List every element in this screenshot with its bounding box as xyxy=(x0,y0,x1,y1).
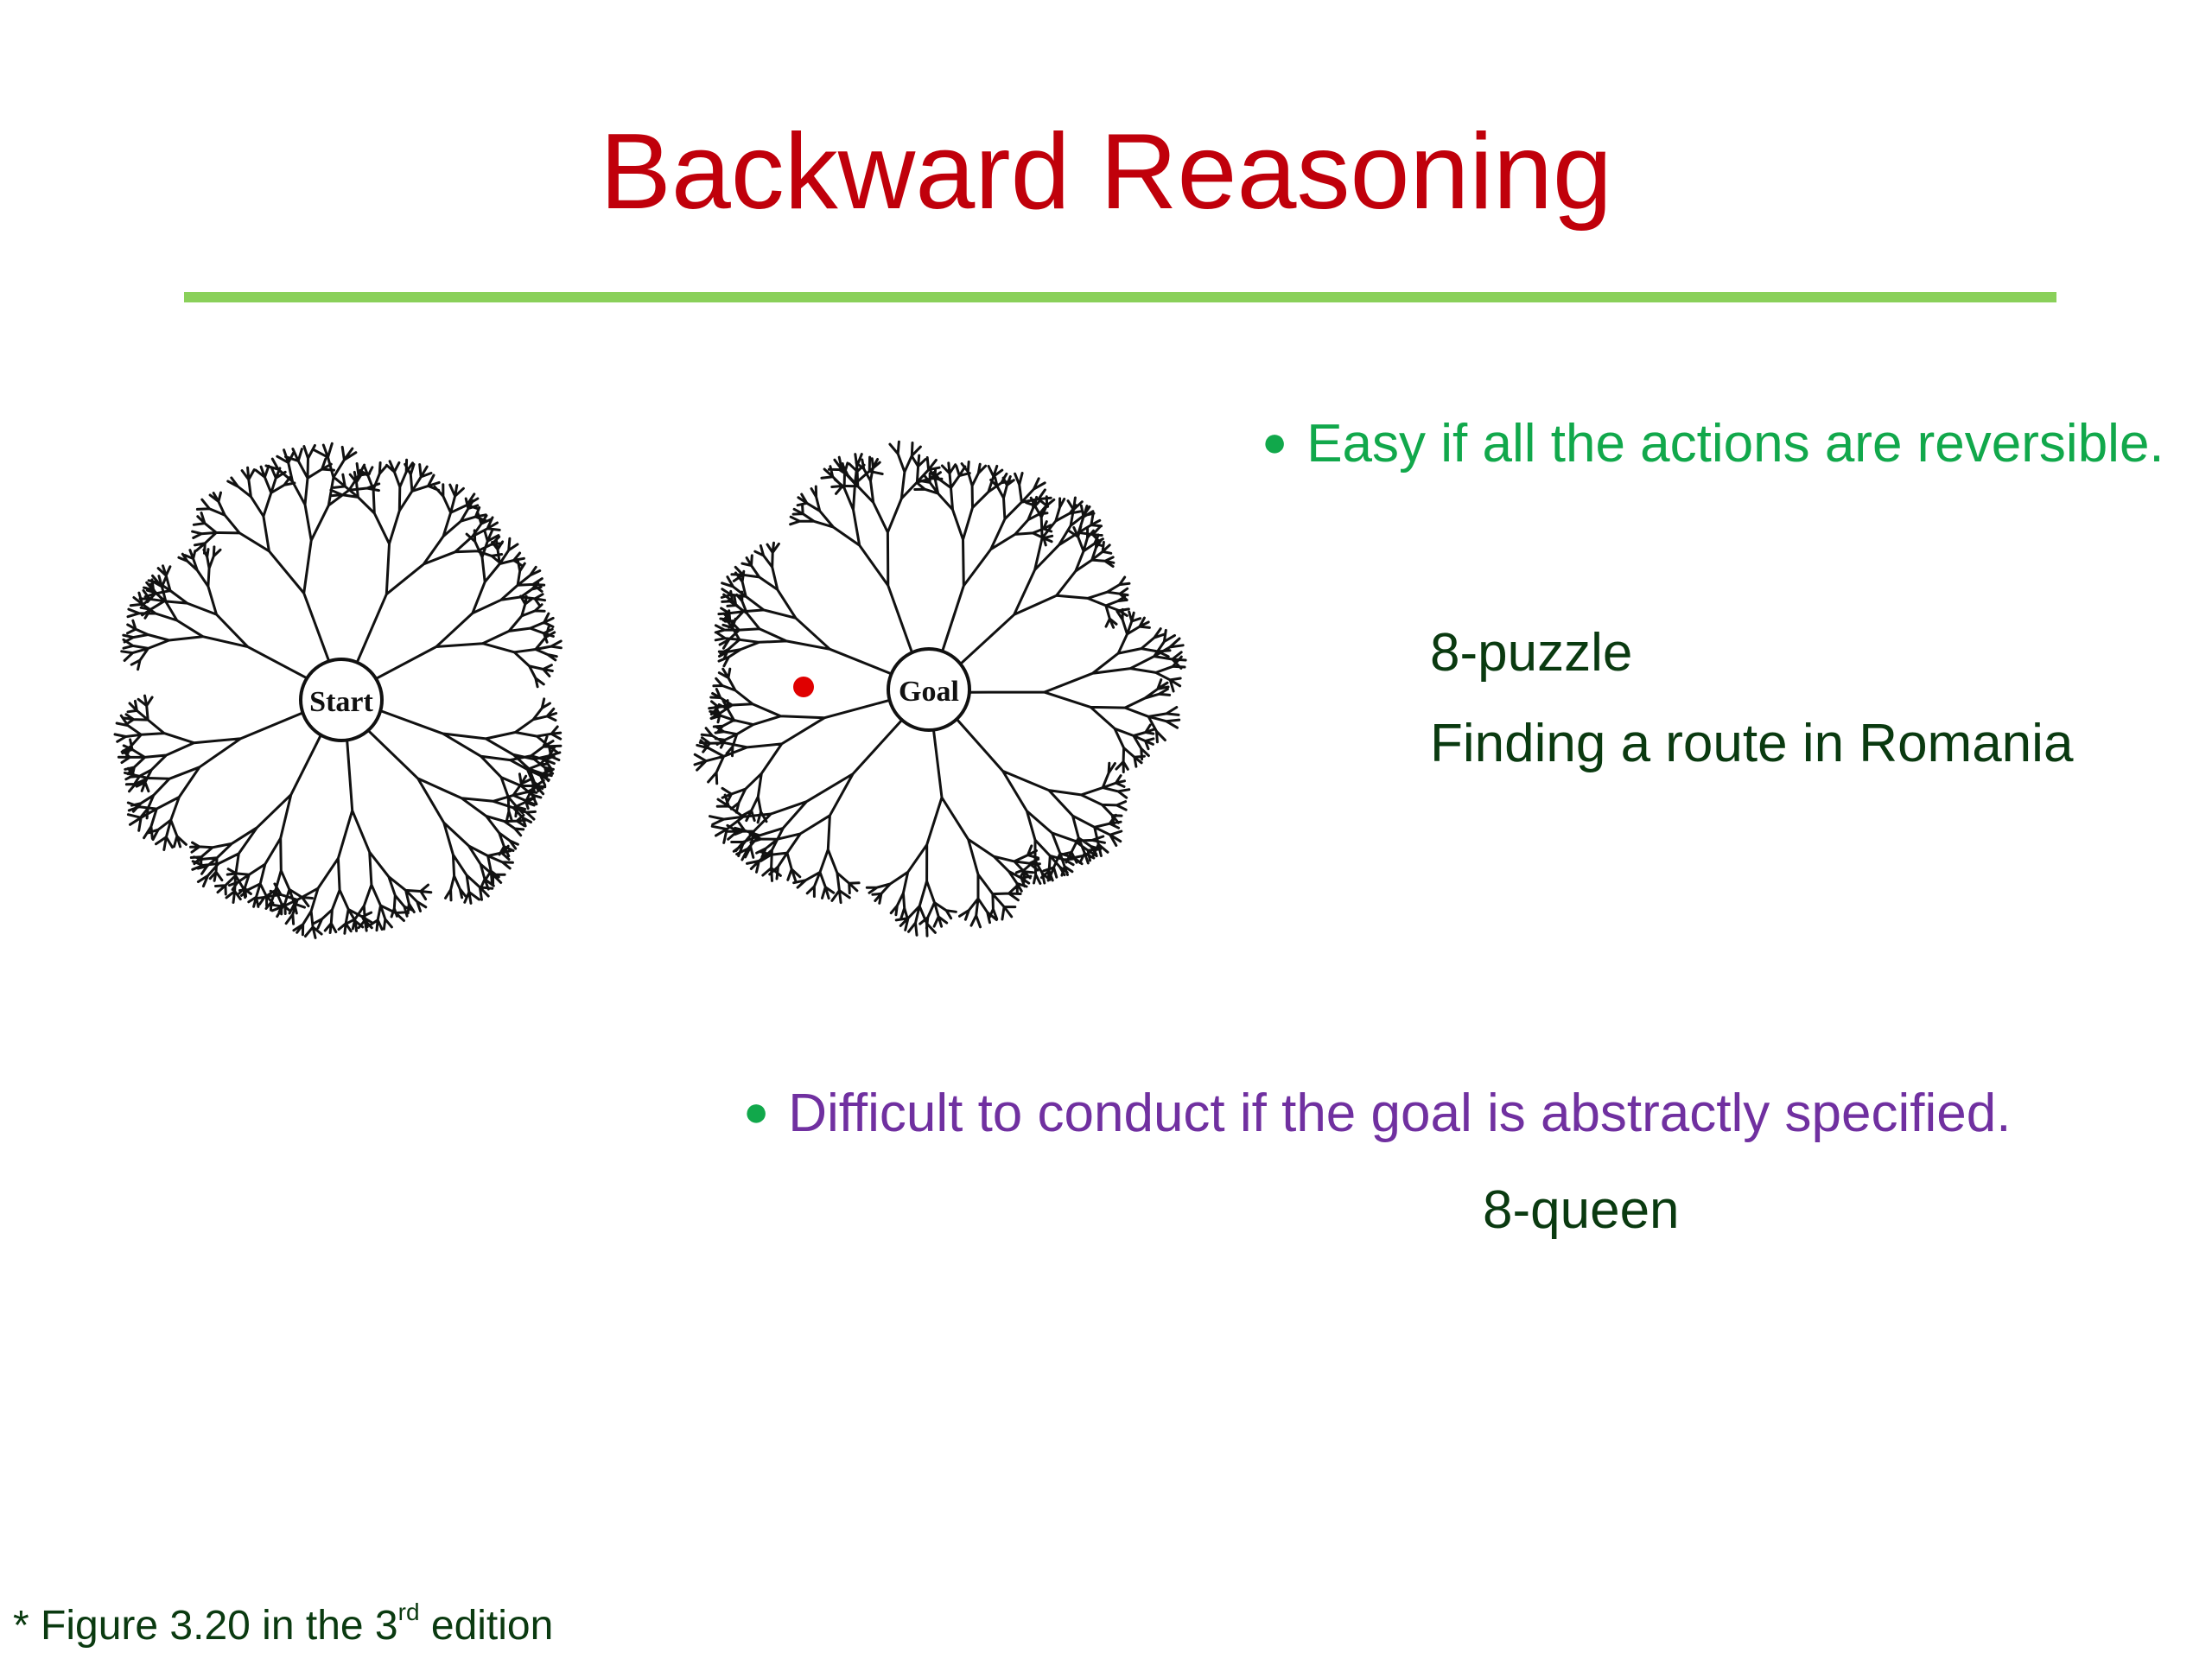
goal-node-label: Goal xyxy=(899,676,959,708)
tree-branches xyxy=(693,440,1187,938)
goal-search-tree: Goal xyxy=(635,389,1240,994)
start-node-label: Start xyxy=(309,686,373,718)
bullet-reversible: ● Easy if all the actions are reversible. xyxy=(1262,414,2164,474)
bullet-abstract-goal-text: Difficult to conduct if the goal is abst… xyxy=(788,1084,2012,1143)
slide-title: Backward Reasoning xyxy=(600,112,1612,232)
footnote-suffix: edition xyxy=(419,1603,554,1649)
start-search-tree: Start xyxy=(56,389,644,994)
goal-tree-diagram: Goal xyxy=(693,440,1187,938)
start-tree-diagram: Start xyxy=(113,442,563,939)
start-node xyxy=(299,658,384,742)
tree-branches xyxy=(113,442,563,939)
bullet-abstract-goal: ● Difficult to conduct if the goal is abs… xyxy=(743,1084,2011,1143)
footnote-prefix: * Figure 3.20 in the 3 xyxy=(13,1603,398,1649)
example-romania-route: Finding a route in Romania xyxy=(1430,714,2074,773)
bullet-reversible-text: Easy if all the actions are reversible. xyxy=(1306,414,2164,474)
footnote: * Figure 3.20 in the 3rd edition xyxy=(13,1599,553,1649)
example-8-puzzle: 8-puzzle xyxy=(1430,623,1633,683)
goal-node xyxy=(887,647,971,732)
footnote-superscript: rd xyxy=(397,1599,420,1625)
example-8-queen: 8-queen xyxy=(1483,1180,1680,1240)
red-marker-dot xyxy=(793,677,814,697)
title-divider xyxy=(184,292,2056,302)
bullet-icon: ● xyxy=(743,1087,770,1135)
bullet-icon: ● xyxy=(1262,417,1288,466)
